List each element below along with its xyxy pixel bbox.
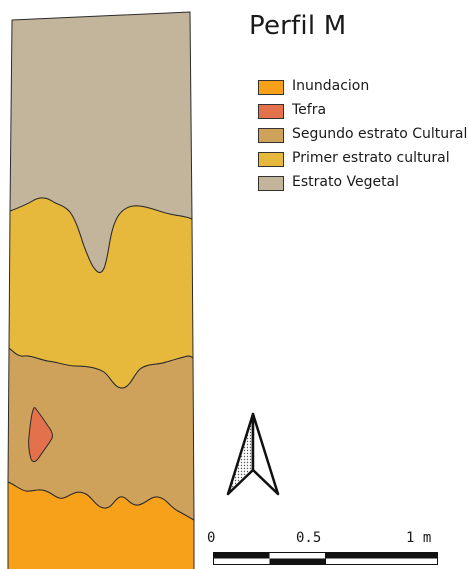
legend-item-tefra: Tefra (258, 101, 463, 125)
legend-label: Primer estrato cultural (292, 150, 450, 166)
legend-swatch-estrato-vegetal (258, 176, 284, 191)
legend-item-segundo-estrato-cultural: Segundo estrato Cultural (258, 125, 467, 149)
scale-bar (213, 552, 438, 565)
legend-item-primer-estrato-cultural: Primer estrato cultural (258, 149, 463, 173)
legend-label: Tefra (292, 102, 327, 118)
legend: Inundacion Tefra Segundo estrato Cultura… (258, 77, 467, 197)
legend-item-inundacion: Inundacion (258, 77, 463, 101)
legend-label: Inundacion (292, 78, 370, 94)
scale-label-start: 0 (207, 530, 216, 546)
legend-swatch-primer-estrato-cultural (258, 152, 284, 167)
legend-label: Estrato Vegetal (292, 174, 400, 190)
layer-estrato-vegetal (9, 11, 193, 273)
legend-swatch-inundacion (258, 80, 284, 95)
scale-label-end: 1 m (406, 530, 432, 546)
layer-tefra (28, 407, 53, 463)
legend-label: Segundo estrato Cultural (292, 126, 468, 142)
legend-item-estrato-vegetal: Estrato Vegetal (258, 173, 463, 197)
north-arrow-icon (226, 412, 280, 496)
scale-label-mid: 0.5 (296, 530, 322, 546)
legend-swatch-tefra (258, 104, 284, 119)
legend-swatch-segundo-estrato-cultural (258, 128, 284, 143)
map-title: Perfil M (249, 11, 347, 41)
